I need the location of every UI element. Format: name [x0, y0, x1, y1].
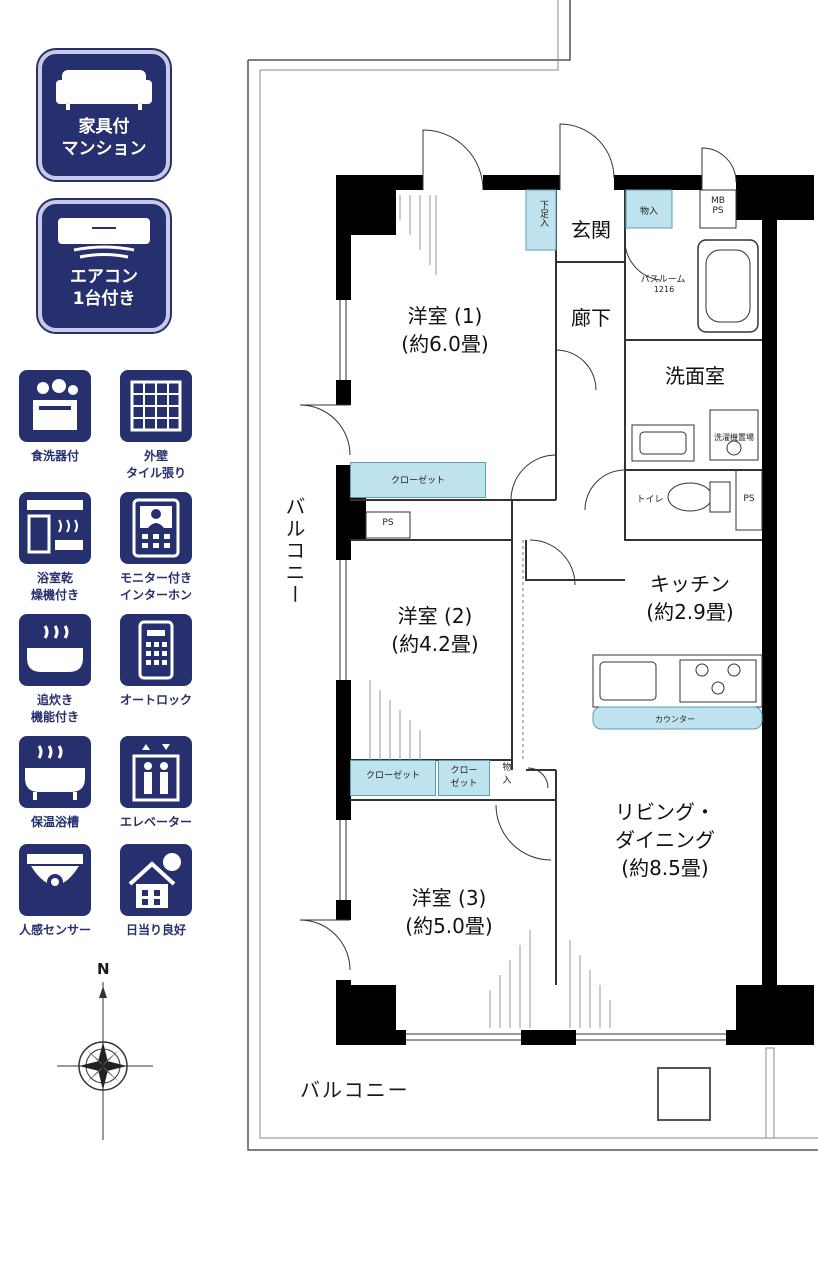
badge-line-2: 1台付き [72, 289, 136, 309]
feature-motion-sensor: 人感センサー [5, 844, 105, 939]
feature-label: 食洗器付 [30, 449, 79, 463]
washer-space-label: 洗濯機置場 [714, 433, 754, 442]
dishwasher-icon [19, 370, 91, 442]
north-label: N [97, 960, 110, 978]
feature-insulated-bathtub: 保温浴槽 [5, 736, 105, 831]
room-size: (約6.0畳) [401, 332, 489, 356]
room-size: (約5.0畳) [405, 914, 493, 938]
elevator-icon [120, 736, 192, 808]
room-name: 洋室 (2) [397, 604, 473, 628]
room-size: (約2.9畳) [646, 600, 734, 624]
sunny-house-icon [120, 844, 192, 916]
feature-label: 保温浴槽 [30, 815, 79, 829]
closet-label: クローゼット [365, 771, 420, 781]
tile-wall-icon [120, 370, 192, 442]
western-room-1-label: 洋室 (1) (約6.0畳) [370, 302, 520, 358]
closet-room2: クローゼット [350, 760, 436, 796]
feature-dishwasher: 食洗器付 [5, 370, 105, 465]
feature-tile-wall: 外壁 タイル張り [106, 370, 206, 482]
feature-label: オートロック [119, 693, 192, 707]
hallway-label: 廊下 [571, 306, 611, 330]
entrance-label: 玄関 [571, 218, 611, 242]
feature-monitor-intercom: モニター付き インターホン [106, 492, 206, 604]
western-room-3-label: 洋室 (3) (約5.0畳) [374, 884, 524, 940]
closet-small: クロー ゼット [438, 760, 490, 796]
insulated-bathtub-icon [19, 736, 91, 808]
furnished-badge: 家具付 マンション [38, 50, 170, 180]
badge-line-1: エアコン [70, 267, 138, 287]
closet-label: クローゼット [390, 476, 445, 486]
room-name: 洋室 (1) [407, 304, 483, 328]
living-dining-label: リビング・ ダイニング (約8.5畳) [590, 798, 740, 882]
shoe-box-label: 下足入 [538, 200, 548, 227]
air-conditioner-icon [58, 218, 150, 259]
washroom-label: 洗面室 [665, 364, 725, 388]
bathroom-dryer-icon [19, 492, 91, 564]
balcony-left-label: バルコニー [282, 496, 306, 606]
feature-reheat-bath: 追炊き 機能付き [5, 614, 105, 726]
sofa-icon [56, 70, 152, 110]
room-size: (約4.2畳) [391, 632, 479, 656]
feature-sunny-house: 日当り良好 [106, 844, 206, 939]
auto-lock-icon [120, 614, 192, 686]
storage-mid-label: 物 入 [502, 763, 512, 786]
bath-size-label: 1216 [653, 285, 675, 294]
floor-plan-page: 家具付 マンション エアコン 1台付き 食洗器付 外壁 タイル張り 浴室乾 燥機… [5, 0, 818, 1180]
badge-line-2: マンション [61, 139, 147, 159]
monitor-intercom-icon [120, 492, 192, 564]
counter-label: カウンター [655, 715, 695, 724]
ps-room-label: PS [382, 518, 394, 528]
kitchen-label: キッチン (約2.9畳) [620, 570, 760, 626]
feature-bathroom-dryer: 浴室乾 燥機付き [5, 492, 105, 604]
storage-top-label: 物入 [639, 207, 658, 217]
feature-label: エレベーター [119, 815, 192, 829]
western-room-2-label: 洋室 (2) (約4.2畳) [360, 602, 510, 658]
compass-rose-icon [57, 982, 153, 1140]
closet-room1: クローゼット [350, 462, 486, 498]
reheat-bath-icon [19, 614, 91, 686]
room-size: (約8.5畳) [621, 856, 709, 880]
feature-elevator: エレベーター [106, 736, 206, 831]
room-name: ダイニング [615, 828, 715, 852]
room-name: 洋室 (3) [411, 886, 487, 910]
motion-sensor-icon [19, 844, 91, 916]
badge-line-1: 家具付 [78, 117, 130, 137]
toilet-label: トイレ [636, 495, 664, 505]
feature-auto-lock: オートロック [106, 614, 206, 709]
floor-plan-drawing [247, 0, 818, 1151]
bathroom-label: バスルーム [640, 275, 686, 285]
balcony-bottom-label: バルコニー [300, 1078, 410, 1102]
aircon-badge: エアコン 1台付き [38, 200, 170, 332]
feature-label: 外壁 タイル張り [125, 449, 186, 480]
room-name: キッチン [650, 572, 730, 596]
blank-area [0, 1180, 818, 1280]
mb-ps-label: MB PS [711, 196, 725, 216]
feature-label: 浴室乾 燥機付き [30, 571, 79, 602]
feature-label: モニター付き インターホン [119, 571, 192, 602]
compass: N [55, 960, 155, 1140]
closet-label: クロー ゼット [450, 766, 478, 789]
room-name: リビング・ [615, 800, 715, 824]
floor-plan: クローゼット クローゼット クロー ゼット 下足入 物入 MB PS バスルーム… [240, 0, 818, 1180]
feature-label: 人感センサー [18, 923, 91, 937]
feature-label: 日当り良好 [125, 923, 186, 937]
ps-toilet-label: PS [743, 494, 755, 504]
feature-label: 追炊き 機能付き [30, 693, 79, 724]
